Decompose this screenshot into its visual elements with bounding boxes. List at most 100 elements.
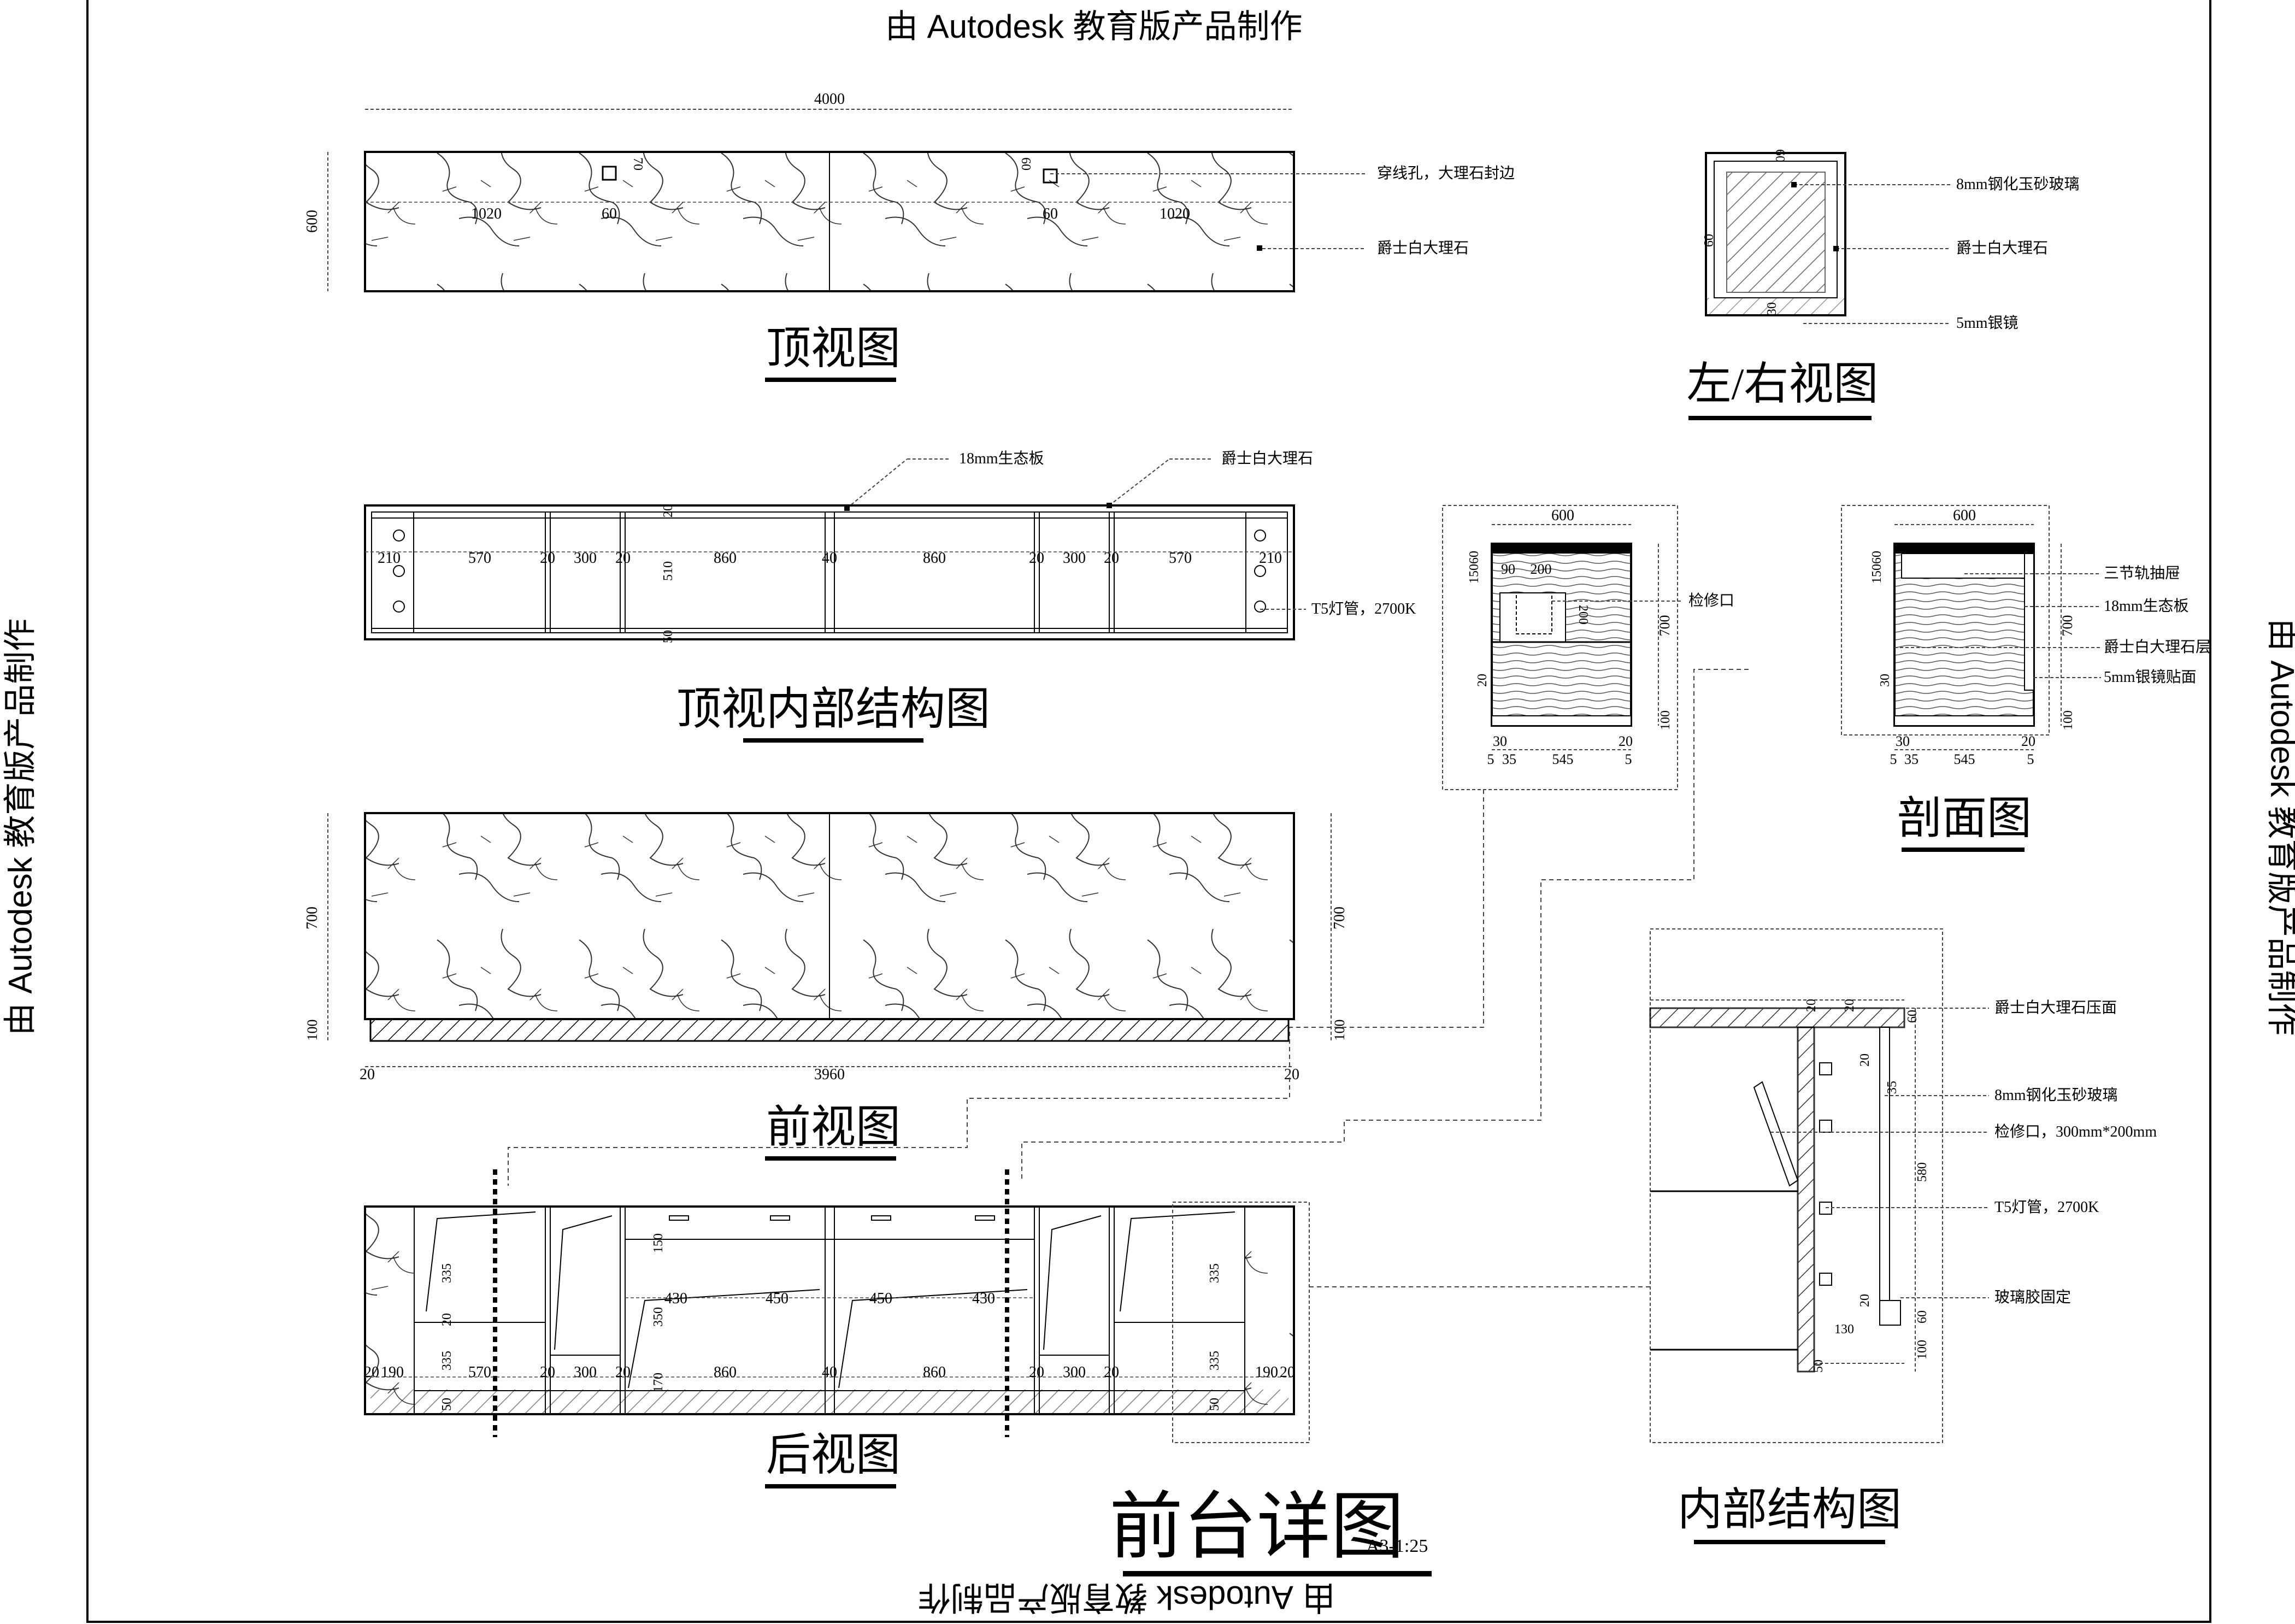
side-dim-30: 30	[1765, 302, 1779, 315]
top-dim-60: 60	[1019, 157, 1033, 170]
top-internal-title: 顶视内部结构图	[676, 684, 990, 734]
ti-dim: 210	[1259, 550, 1282, 567]
int-note: 爵士白大理石压面	[1994, 999, 2117, 1016]
front-view: 700 100 700 100 3960 20 20 前视图	[304, 812, 1348, 1161]
cable-hole-right	[1043, 168, 1058, 184]
ti-dim: 20	[1029, 550, 1044, 567]
back-vdim: 350	[651, 1307, 666, 1327]
top-dim-hole2: 60	[1043, 205, 1058, 222]
int-dim: 130	[1834, 1322, 1854, 1337]
sb-dim-width: 600	[1953, 507, 1976, 524]
back-dim: 570	[468, 1364, 491, 1381]
sb-bdim: 20	[2021, 733, 2035, 749]
side-note-glass: 8mm钢化玉砂玻璃	[1956, 175, 2080, 193]
back-dim: 20	[1104, 1364, 1119, 1381]
front-view-title: 前视图	[766, 1102, 901, 1152]
back-dim: 20	[364, 1364, 379, 1381]
sb-note: 三节轨抽屉	[2104, 564, 2180, 582]
ti-note-marble: 爵士白大理石	[1221, 450, 1313, 467]
sa-bdim: 5	[1625, 751, 1632, 767]
ti-dim: 300	[574, 550, 597, 567]
front-dim-base: 100	[304, 1020, 320, 1041]
front-dim-right: 20	[1284, 1066, 1299, 1083]
sa-dim-200: 200	[1531, 561, 1552, 577]
back-dim: 20	[1280, 1364, 1295, 1381]
title-block: 前台详图 A3-1:25	[1109, 1487, 1432, 1576]
back-vdim-r: 50	[1208, 1398, 1222, 1411]
front-dim-height: 700	[304, 907, 321, 929]
detail-callout	[1172, 1202, 1310, 1443]
ti-vdim: 20	[661, 504, 675, 517]
top-dim-right: 1020	[1160, 205, 1190, 222]
ti-dim: 570	[1169, 550, 1192, 567]
top-dim-left: 1020	[471, 205, 502, 222]
int-dim: 20	[1804, 999, 1819, 1012]
sb-dim-150: 150	[1870, 564, 1884, 584]
internal-view: 60 20 20 20 35 580 20 60 100 130 50 爵士白大…	[1649, 928, 2157, 1544]
back-view-title: 后视图	[766, 1430, 901, 1480]
ti-note-t5: T5灯管，2700K	[1311, 600, 1416, 617]
top-view-title: 顶视图	[766, 323, 901, 373]
drawing-title: 前台详图	[1109, 1487, 1404, 1568]
back-dim: 20	[1029, 1364, 1044, 1381]
top-internal-view: 210 570 20 300 20 860 40 860 20 300 20 5…	[364, 450, 1416, 743]
watermark-top: 由 Autodesk 教育版产品制作	[885, 8, 1303, 45]
sb-dim-100: 100	[2061, 710, 2075, 730]
front-dim-base-right: 100	[1332, 1020, 1347, 1041]
int-note: 玻璃胶固定	[1994, 1288, 2071, 1306]
sa-bdim: 35	[1502, 751, 1516, 767]
watermark-bottom: 由 Autodesk 教育版产品制作	[918, 1579, 1335, 1616]
int-dim: 20	[1843, 999, 1857, 1012]
watermark-left: 由 Autodesk 教育版产品制作	[2, 618, 39, 1036]
top-view: 4000 600 1020 60 60 1020 70 60 穿线孔，大理石封边…	[304, 91, 1515, 382]
ti-dim: 210	[378, 550, 401, 567]
side-dim-60a: 60	[1773, 149, 1787, 162]
sb-note: 18mm生态板	[2104, 597, 2189, 615]
side-dim-60b: 60	[1702, 234, 1716, 247]
sb-bdim: 35	[1904, 751, 1919, 767]
sa-dim-200v: 200	[1576, 605, 1590, 625]
back-vdim: 50	[440, 1398, 454, 1411]
back-dim: 190	[381, 1364, 404, 1381]
back-view-outline	[364, 1205, 1295, 1415]
back-dim: 300	[1063, 1364, 1086, 1381]
back-vdim: 170	[651, 1373, 666, 1392]
sheet-frame	[86, 0, 2211, 1623]
sb-bdim: 5	[2027, 751, 2034, 767]
sa-dim-20: 20	[1475, 674, 1490, 687]
internal-view-title: 内部结构图	[1678, 1485, 1902, 1534]
int-dim: 50	[1811, 1360, 1826, 1373]
sa-dim-100: 100	[1658, 710, 1673, 730]
back-shelf-dim: 430	[664, 1290, 687, 1307]
section-a-view: 600 150 60 90 200 200 700 100 20 30 20 5…	[1442, 505, 1734, 790]
ti-dim: 860	[714, 550, 737, 567]
ti-dim: 20	[540, 550, 555, 567]
sa-dim-90: 90	[1501, 561, 1515, 577]
back-vdim: 335	[440, 1263, 454, 1283]
ti-dim: 570	[468, 550, 491, 567]
sb-dim-60: 60	[1870, 551, 1884, 564]
side-note-marble: 爵士白大理石	[1956, 239, 2048, 257]
back-shelf-dim: 430	[972, 1290, 995, 1307]
ti-dim: 20	[615, 550, 631, 567]
back-dim: 300	[574, 1364, 597, 1381]
sb-dim-30: 30	[1878, 674, 1892, 687]
connector-lines	[508, 669, 1749, 1287]
int-dim: 100	[1915, 1340, 1929, 1360]
sa-bdim: 20	[1619, 733, 1633, 749]
back-vdim: 20	[440, 1313, 454, 1326]
top-dim-depth: 600	[304, 210, 321, 233]
sb-note: 爵士白大理石层	[2104, 638, 2211, 656]
back-vdim-r: 335	[1208, 1263, 1222, 1283]
back-shelf-dim: 450	[869, 1290, 892, 1307]
top-dim-hole1: 60	[602, 205, 617, 222]
back-dim: 40	[822, 1364, 837, 1381]
side-view: 60 60 30 8mm钢化玉砂玻璃 爵士白大理石 5mm银镜 左/右视图	[1687, 149, 2080, 420]
int-note: 8mm钢化玉砂玻璃	[1994, 1086, 2118, 1104]
ti-note-board: 18mm生态板	[959, 450, 1044, 467]
int-dim: 60	[1905, 1010, 1920, 1023]
sa-dim-width: 600	[1551, 507, 1574, 524]
top-internal-outline	[364, 504, 1295, 640]
sa-bdim: 5	[1487, 751, 1494, 767]
back-view: 20 190 570 20 300 20 860 40 860 20 300 2…	[364, 1169, 1310, 1488]
